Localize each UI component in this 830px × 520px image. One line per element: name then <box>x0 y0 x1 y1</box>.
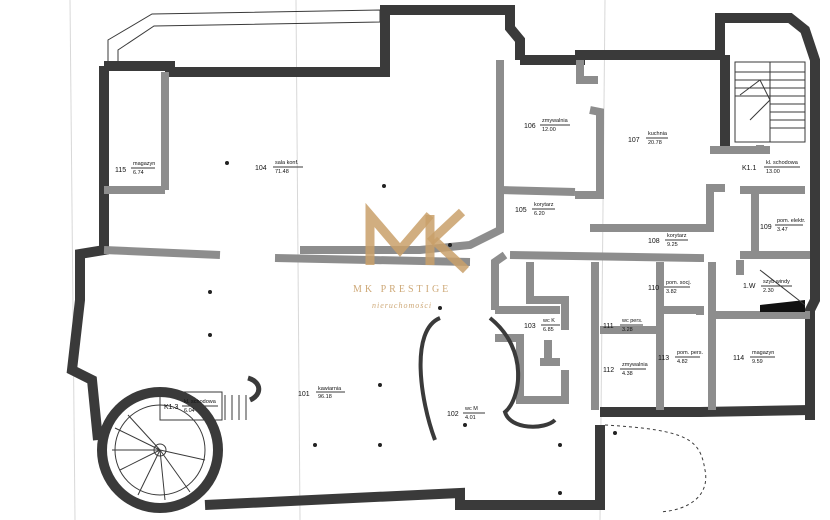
svg-text:1.W: 1.W <box>743 283 756 290</box>
svg-text:109: 109 <box>760 224 772 231</box>
svg-text:pom. elektr.: pom. elektr. <box>777 218 806 224</box>
svg-text:wc pers.: wc pers. <box>621 318 643 324</box>
svg-text:20.78: 20.78 <box>648 140 662 146</box>
svg-text:kl. schodowa: kl. schodowa <box>184 399 217 405</box>
svg-text:wc K: wc K <box>542 318 555 324</box>
svg-text:13.00: 13.00 <box>766 169 780 175</box>
svg-text:115: 115 <box>115 167 126 174</box>
room-label-114: 114 magazyn 9.59 <box>733 350 775 365</box>
svg-text:9.59: 9.59 <box>752 359 763 365</box>
room-label-109: 109 pom. elektr. 3.47 <box>760 218 806 233</box>
svg-text:korytarz: korytarz <box>667 233 687 239</box>
svg-text:K1.3: K1.3 <box>164 404 179 411</box>
svg-text:K1.1: K1.1 <box>742 165 757 172</box>
svg-text:103: 103 <box>524 323 536 330</box>
room-label-104: 104 sala konf. 71.48 <box>255 160 303 175</box>
room-label-k13: K1.3 kl. schodowa 6.04 <box>164 399 218 414</box>
svg-text:107: 107 <box>628 137 640 144</box>
outdoor-curve <box>604 424 707 513</box>
room-label-108: 108 korytarz 9.25 <box>648 233 688 248</box>
logo-tagline-text: nieruchomości <box>372 301 432 310</box>
svg-text:4.82: 4.82 <box>677 359 688 365</box>
svg-text:108: 108 <box>648 238 660 245</box>
svg-text:kl. schodowa: kl. schodowa <box>766 160 799 166</box>
svg-text:101: 101 <box>298 391 310 398</box>
svg-text:zmywalnia: zmywalnia <box>542 118 569 124</box>
svg-text:wc M: wc M <box>464 406 478 412</box>
logo-brand-text: MK PRESTIGE <box>353 284 451 295</box>
svg-text:96.18: 96.18 <box>318 394 332 400</box>
svg-text:3.82: 3.82 <box>666 289 677 295</box>
room-label-110: 110 pom. socj. 3.82 <box>648 280 692 295</box>
svg-text:3.28: 3.28 <box>622 327 633 333</box>
svg-text:kuchnia: kuchnia <box>648 131 668 137</box>
room-label-103: 103 wc K 6.85 <box>524 318 560 333</box>
svg-text:106: 106 <box>524 123 536 130</box>
svg-text:pom. socj.: pom. socj. <box>666 280 692 286</box>
interior-walls <box>103 60 810 410</box>
svg-text:szyb windy: szyb windy <box>763 279 790 285</box>
elevator-shaft <box>759 269 806 312</box>
svg-text:111: 111 <box>603 323 614 330</box>
svg-text:6.04: 6.04 <box>184 408 195 414</box>
wc-curved-walls <box>418 316 557 441</box>
svg-text:4.01: 4.01 <box>465 415 476 421</box>
stair-k11 <box>734 61 806 143</box>
svg-text:zmywalnia: zmywalnia <box>622 362 649 368</box>
room-label-101: 101 kawiarnia 96.18 <box>298 386 345 400</box>
svg-text:110: 110 <box>648 285 659 292</box>
room-label-k11: K1.1 kl. schodowa 13.00 <box>742 160 800 175</box>
svg-text:105: 105 <box>515 207 527 214</box>
svg-text:104: 104 <box>255 165 267 172</box>
room-label-105: 105 korytarz 6.20 <box>515 202 555 217</box>
svg-text:kawiarnia: kawiarnia <box>318 386 342 392</box>
svg-text:magazyn: magazyn <box>752 350 774 356</box>
column-dots <box>208 161 617 495</box>
svg-text:2.30: 2.30 <box>763 288 774 294</box>
svg-text:pom. pers.: pom. pers. <box>677 350 703 356</box>
room-label-107: 107 kuchnia 20.78 <box>628 131 668 146</box>
svg-text:6.20: 6.20 <box>534 211 545 217</box>
room-label-112: 112 zmywalnia 4.38 <box>603 362 649 377</box>
room-label-111: 111 wc pers. 3.28 <box>603 318 643 333</box>
svg-text:71.48: 71.48 <box>275 169 289 175</box>
svg-text:113: 113 <box>658 355 669 362</box>
room-label-115: 115 magazyn 6.74 <box>115 161 155 176</box>
svg-text:114: 114 <box>733 355 744 362</box>
spiral-stair <box>97 375 262 513</box>
room-label-106: 106 zmywalnia 12.00 <box>524 118 570 133</box>
terrace-outline <box>107 9 381 66</box>
svg-text:6.74: 6.74 <box>133 170 144 176</box>
brand-logo: MK PRESTIGE nieruchomości <box>353 202 470 310</box>
svg-text:3.47: 3.47 <box>777 227 788 233</box>
logo-mk-mark <box>365 202 434 265</box>
svg-text:sala konf.: sala konf. <box>275 160 299 166</box>
svg-text:korytarz: korytarz <box>534 202 554 208</box>
svg-text:112: 112 <box>603 367 614 374</box>
svg-text:magazyn: magazyn <box>133 161 155 167</box>
svg-text:6.85: 6.85 <box>543 327 554 333</box>
svg-text:102: 102 <box>447 411 459 418</box>
room-label-113: 113 pom. pers. 4.82 <box>658 350 703 365</box>
svg-text:12.00: 12.00 <box>542 127 556 133</box>
room-label-1w: 1.W szyb windy 2.30 <box>743 279 792 294</box>
room-labels: 101 kawiarnia 96.18 102 wc M 4.01 103 wc… <box>115 118 806 421</box>
room-label-102: 102 wc M 4.01 <box>447 406 485 421</box>
svg-text:4.38: 4.38 <box>622 371 633 377</box>
svg-text:9.25: 9.25 <box>667 242 678 248</box>
